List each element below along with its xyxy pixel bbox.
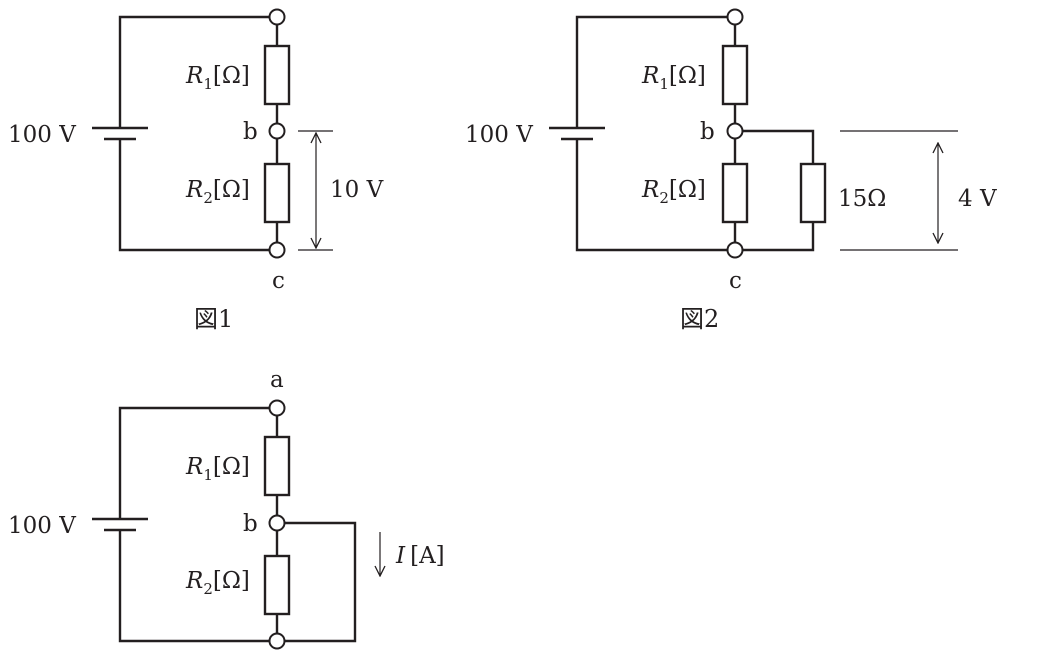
figure-3: 100 V a R1[Ω] b R2[Ω] I[A] [8,367,445,650]
fig3-node-b-label: b [243,511,258,537]
fig1-node-b-label: b [243,119,258,145]
fig2-terminal-b [726,122,744,140]
fig1-terminal-c [268,241,286,259]
fig2-shunt-top-wire [743,129,815,164]
fig3-terminal-c [268,632,286,650]
fig1-r1-label: R1[Ω] [185,63,250,93]
fig1-voltage-label: 10 V [330,177,384,203]
fig3-short-circuit-wire [285,521,357,643]
fig1-r2-label: R2[Ω] [185,177,250,207]
fig3-terminal-a [268,399,286,417]
fig1-caption: 図1 [194,305,233,333]
fig1-node-c-label: c [272,268,285,294]
fig2-source-label: 100 V [465,122,533,148]
fig2-shunt-label: 15Ω [838,186,886,212]
fig3-resistor-r2 [263,554,291,616]
fig2-caption: 図2 [680,305,719,333]
fig2-terminal-a [726,8,744,26]
fig1-resistor-r1 [263,44,291,106]
fig3-r2-label: R2[Ω] [185,568,250,598]
fig1-terminal-a [268,8,286,26]
fig1-source-label: 100 V [8,122,76,148]
fig2-r1-label: R1[Ω] [641,63,706,93]
fig3-node-a-label: a [270,367,284,393]
fig2-node-c-label: c [729,268,742,294]
fig1-bottom-wire [118,139,269,252]
fig3-r1-label: R1[Ω] [185,454,250,484]
fig2-shunt-bottom-wire [743,222,815,252]
fig3-bottom-wire [118,530,269,643]
fig2-resistor-r1 [721,44,749,106]
fig2-resistor-shunt [799,162,827,224]
fig3-top-wire [118,406,269,519]
fig1-terminal-b [268,122,286,140]
fig2-node-b-label: b [700,119,715,145]
fig3-terminal-b [268,514,286,532]
fig2-r2-label: R2[Ω] [641,177,706,207]
fig3-resistor-r1 [263,435,291,497]
fig3-source-label: 100 V [8,513,76,539]
fig3-current-label: I[A] [395,543,445,569]
figure-1: 100 V R1[Ω] b R2[Ω] 10 V c 図1 [8,8,384,333]
fig2-terminal-c [726,241,744,259]
fig1-resistor-r2 [263,162,291,224]
fig2-voltage-label: 4 V [958,186,997,212]
fig2-resistor-r2 [721,162,749,224]
fig2-bottom-wire [575,139,727,252]
figure-2: 100 V R1[Ω] b R2[Ω] 15Ω 4 V c 図2 [465,8,997,333]
fig1-top-wire [118,15,269,128]
fig2-top-wire [575,15,727,128]
